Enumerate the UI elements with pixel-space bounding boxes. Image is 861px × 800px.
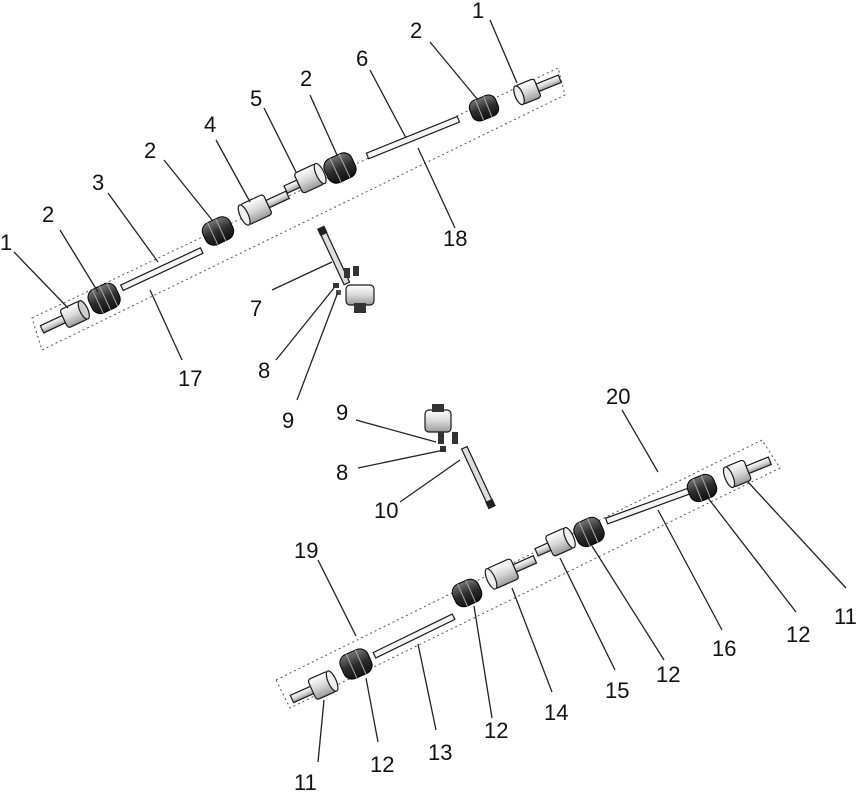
lower-shaft-assembly [275,439,781,709]
lower-assembly-outline [275,439,781,709]
leader-lines [13,19,847,763]
boot-lower-mid-left [451,578,483,608]
callout-12-lower-mid-right: 12 [656,662,680,687]
callout-11-lower-right: 11 [834,604,857,629]
inner-cv-joint-15 [534,526,576,557]
bolt-8-lower [440,446,446,452]
boot-right-upper [468,94,500,122]
boot-lower-left [339,648,373,680]
half-shaft-17 [119,247,204,292]
boot-lower-mid-right [573,516,605,548]
callout-11-lower-left: 11 [294,770,317,795]
inner-cv-housing-14 [484,554,538,590]
callout-20: 20 [606,384,630,409]
support-rod-7 [317,225,351,286]
callout-2-top-left: 2 [42,202,54,227]
callout-10: 10 [374,498,398,523]
callout-4: 4 [204,112,216,137]
callout-17: 17 [178,366,202,391]
boot-mid-right-upper [323,152,357,184]
callout-5: 5 [250,86,262,111]
upper-assembly-outline [31,67,566,351]
rear-support-assembly [424,404,496,510]
upper-shaft-assembly [31,67,566,351]
support-bracket-7 [344,266,375,313]
callout-15: 15 [605,678,629,703]
callout-12-lower-right: 12 [786,622,810,647]
callout-8-upper: 8 [258,358,270,383]
boot-lower-right [686,473,718,503]
outer-cv-joint-lower-left [289,670,339,704]
callout-2-top-left-mid: 2 [144,138,156,163]
callout-12-lower-left: 12 [370,752,394,777]
callout-8-lower: 8 [336,460,348,485]
callout-1-top-right: 1 [472,0,484,23]
boot-mid-left-upper [201,216,235,246]
callout-2-top-mid: 2 [300,66,312,91]
outer-cv-joint-right [513,74,563,106]
callout-2-top-right: 2 [410,18,422,43]
outer-cv-joint-left [39,300,90,334]
callout-14: 14 [544,700,568,725]
half-shaft-13 [372,613,456,659]
callout-18: 18 [443,226,467,251]
center-support-assembly [317,225,375,313]
callout-19: 19 [294,538,318,563]
half-shaft-18 [365,115,461,160]
support-rod-10 [460,445,496,510]
inner-cv-joint-5 [283,162,327,195]
callout-9-lower: 9 [336,400,348,425]
half-shaft-16 [604,487,692,525]
support-bracket-rear [424,404,458,444]
inner-cv-housing-4 [237,190,291,226]
callout-9-upper: 9 [282,408,294,433]
callout-1-top-left: 1 [0,230,12,255]
callout-6: 6 [356,46,368,71]
callout-7: 7 [250,296,262,321]
boot-left-upper [87,282,121,315]
callout-13: 13 [428,740,452,765]
callout-16: 16 [712,636,736,661]
callout-12-lower-mid-left: 12 [484,718,508,743]
outer-cv-joint-lower-right [722,456,773,489]
callout-3: 3 [92,170,104,195]
